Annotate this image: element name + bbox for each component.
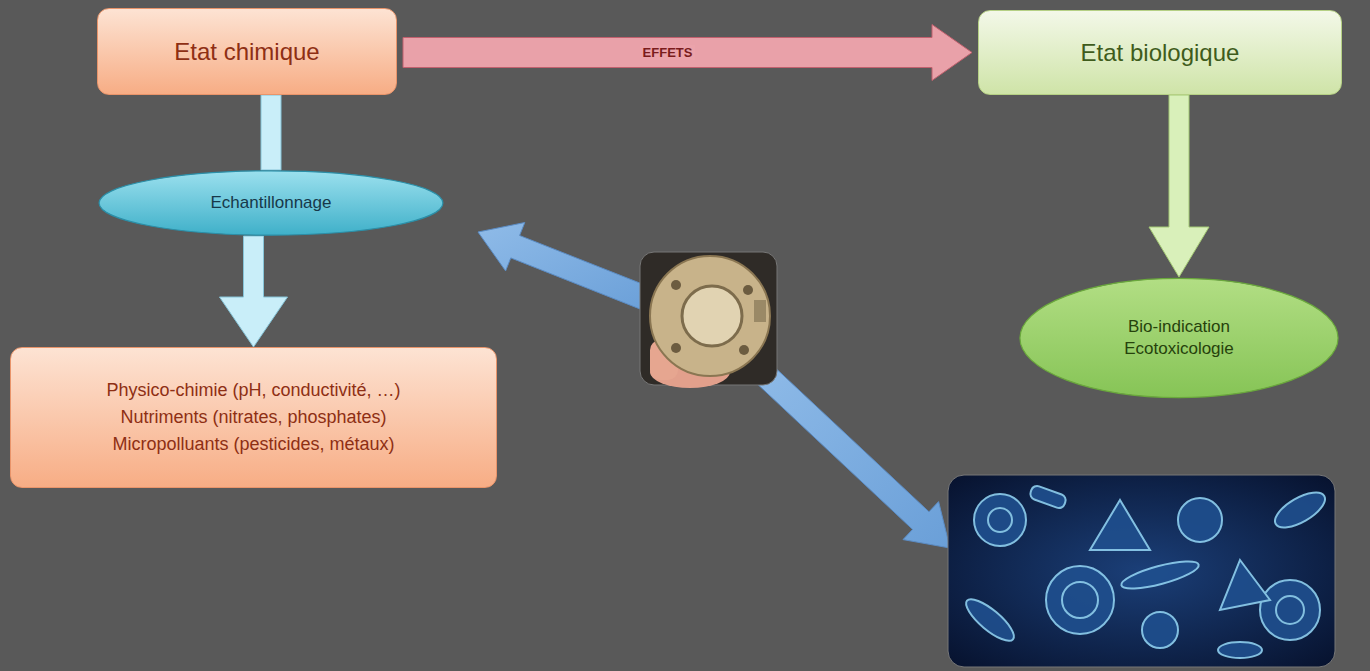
state-box: Etat chimique (97, 8, 397, 95)
double-arrow (478, 223, 654, 312)
ellipse-outline (1018, 277, 1340, 399)
node-text: Etat biologique (1081, 39, 1240, 67)
step-ellipse: Echantillonnage (97, 170, 445, 236)
sampler-photo (640, 252, 777, 388)
double-arrow (752, 361, 950, 548)
block-arrow (220, 236, 288, 347)
ellipse-shape (1020, 278, 1338, 397)
state-box: Etat biologique (978, 10, 1342, 95)
block-arrow (403, 25, 972, 81)
node-text: Etat chimique (174, 38, 319, 66)
block-arrow (1149, 95, 1209, 277)
node-text: Nutriments (nitrates, phosphates) (120, 404, 386, 431)
node-text: Echantillonnage (211, 192, 332, 214)
node-text: Ecotoxicologie (1124, 338, 1234, 360)
node-text: Micropolluants (pesticides, métaux) (112, 431, 394, 458)
step-ellipse: Bio-indicationEcotoxicologie (1018, 277, 1340, 399)
parameter-box: Physico-chimie (pH, conductivité, …)Nutr… (10, 347, 497, 488)
node-text: Physico-chimie (pH, conductivité, …) (106, 377, 400, 404)
arrow-label: EFFETS (640, 45, 696, 60)
node-text: Bio-indication (1128, 316, 1230, 338)
block-arrow (261, 95, 281, 170)
ellipse-shape (99, 171, 443, 235)
diatom-photo (948, 475, 1335, 667)
